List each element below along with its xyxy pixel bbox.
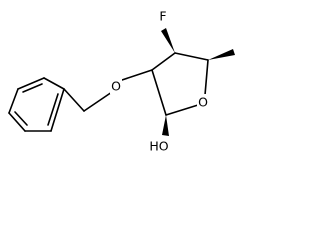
benzene-bond <box>50 88 65 132</box>
wedge-c1-oh <box>162 115 169 136</box>
benzene-bond <box>17 77 45 90</box>
ring-bond-c1-c3 <box>151 69 167 116</box>
molecule-structure: F O O HO <box>8 8 235 154</box>
fluorine-label: F <box>159 9 166 24</box>
benzene-bond <box>8 88 19 114</box>
o-c3-bond <box>121 69 153 81</box>
atom-ring-oxygen: O <box>197 94 209 110</box>
benzene-double-bond <box>14 111 28 126</box>
atom-ether-oxygen: O <box>110 78 122 94</box>
wedge-c5-methyl <box>208 49 235 60</box>
ring-oxygen-label: O <box>198 95 208 110</box>
benzyl-ch2-bond <box>63 88 85 112</box>
benzene-ring <box>8 77 65 132</box>
benzene-double-bond <box>47 93 59 126</box>
benzene-bond <box>8 112 26 132</box>
benzene-bond <box>43 77 65 90</box>
ring-bond-c4-c5 <box>174 52 209 61</box>
atom-fluorine: F <box>157 8 169 24</box>
wedge-c4-f <box>161 28 175 53</box>
ring-bond-c5-o <box>204 59 209 96</box>
ring-bond-c3-c4 <box>151 52 176 71</box>
benzene-double-bond <box>22 83 43 93</box>
ring-bond-o-c1 <box>165 104 199 116</box>
hydroxyl-label: HO <box>149 139 168 154</box>
ether-oxygen-label: O <box>111 79 121 94</box>
atom-hydroxyl: HO <box>148 138 170 154</box>
ch2-o-bond <box>83 91 113 112</box>
furanose-ring <box>151 52 209 116</box>
